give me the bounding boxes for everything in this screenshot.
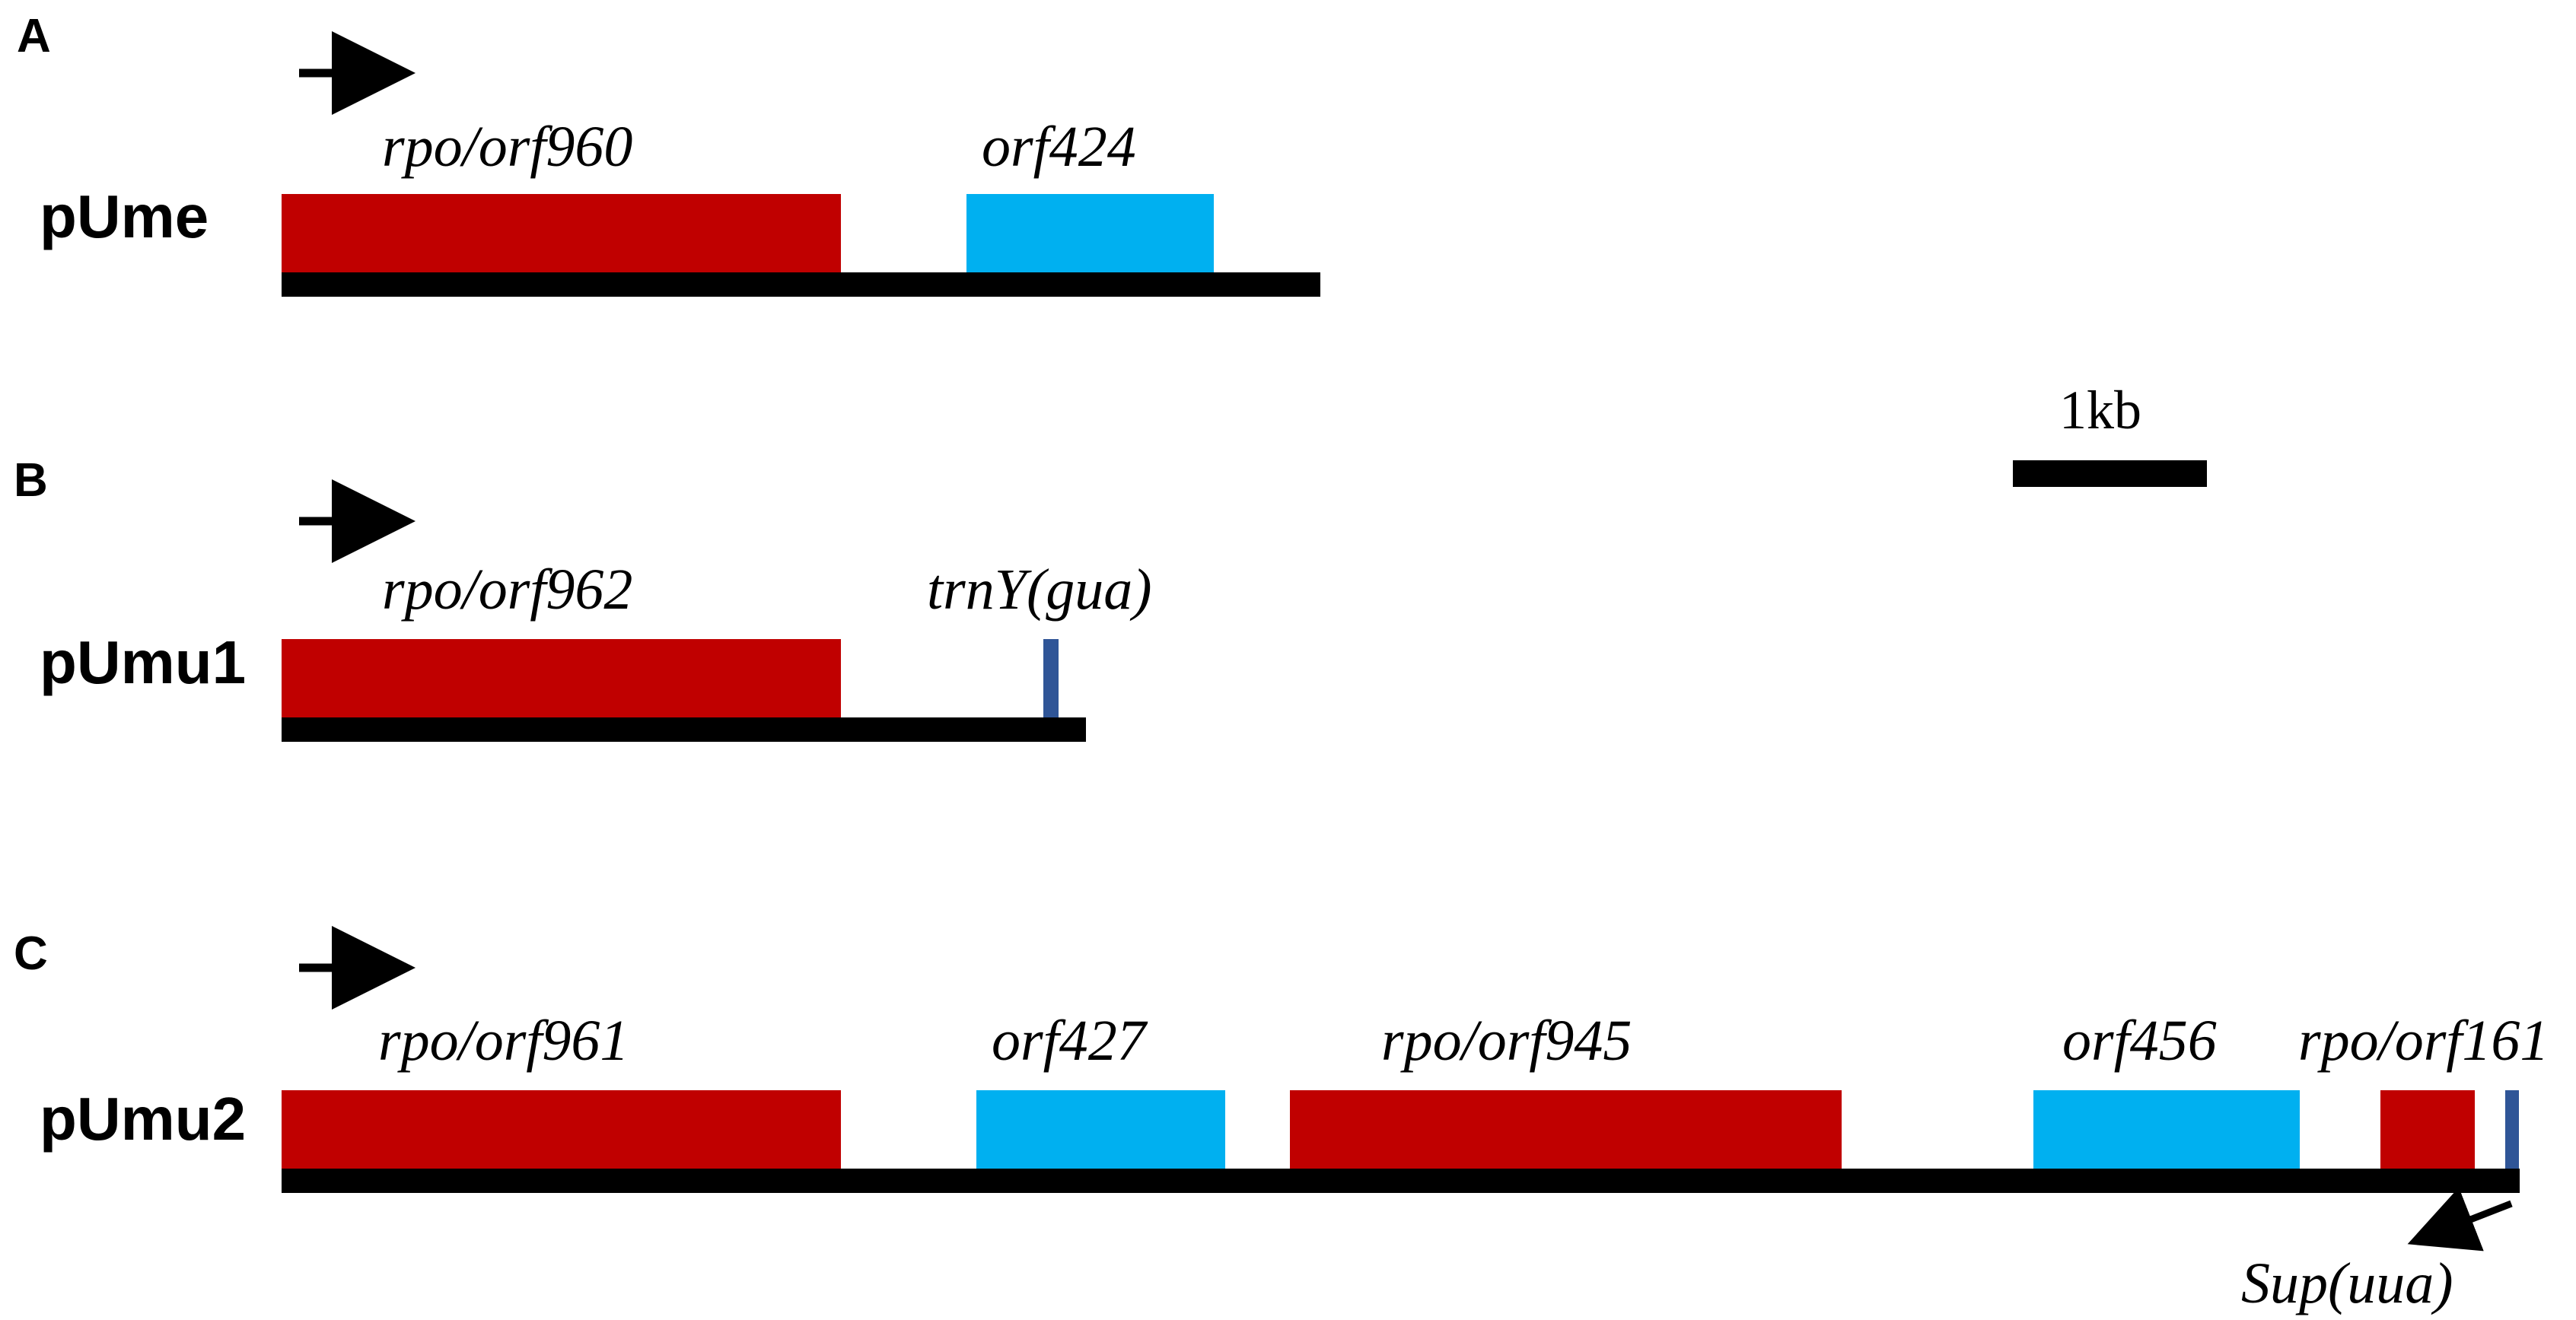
sup-uua-pointer-arrow [2407, 1187, 2513, 1252]
scale-bar-line [2013, 460, 2207, 487]
gene-box-rpo-orf962 [282, 639, 841, 719]
backbone-line-pume [282, 272, 1320, 297]
gene-label-rpo-orf945: rpo/orf945 [1381, 1009, 1632, 1073]
panel-letter-c: C [14, 927, 48, 980]
gene-box-rpo-orf945 [1290, 1090, 1842, 1170]
gene-label-sup-uua: Sup(uua) [2241, 1252, 2453, 1315]
panel-letter-a: A [17, 10, 51, 62]
gene-box-orf427 [976, 1090, 1225, 1170]
gene-box-rpo-orf961 [282, 1090, 841, 1170]
backbone-line-pumu1 [282, 717, 1086, 742]
gene-label-orf456: orf456 [2062, 1009, 2217, 1073]
gene-label-orf424: orf424 [982, 115, 1136, 179]
plasmid-name-pumu1: pUmu1 [40, 628, 246, 696]
gene-box-orf424 [966, 194, 1214, 274]
scale-bar: 1kb [2013, 380, 2207, 487]
gene-box-orf456 [2033, 1090, 2300, 1170]
gene-label-trny-gua: trnY(gua) [927, 558, 1152, 622]
gene-label-rpo-orf161: rpo/orf161 [2298, 1009, 2549, 1073]
panel-letter-b: B [14, 454, 48, 507]
panel-c: C pUmu2 rpo/orf961 orf427 rpo/orf945 orf… [14, 926, 2549, 1315]
gene-label-orf427: orf427 [992, 1009, 1148, 1073]
scale-bar-label: 1kb [2059, 380, 2141, 441]
gene-box-rpo-orf161 [2380, 1090, 2475, 1170]
panel-a: A pUme rpo/orf960 orf424 [17, 10, 1320, 297]
gene-label-rpo-orf960: rpo/orf960 [382, 115, 632, 179]
gene-tick-trny-gua [1043, 639, 1059, 719]
plasmid-name-pume: pUme [40, 183, 209, 250]
backbone-line-pumu2 [282, 1169, 2520, 1193]
gene-label-rpo-orf962: rpo/orf962 [382, 558, 632, 622]
panel-b: B pUmu1 rpo/orf962 trnY(gua) [14, 454, 1152, 742]
plasmid-name-pumu2: pUmu2 [40, 1085, 246, 1153]
gene-label-rpo-orf961: rpo/orf961 [378, 1009, 629, 1073]
gene-tick-sup-uua [2505, 1090, 2519, 1170]
gene-box-rpo-orf960 [282, 194, 841, 274]
